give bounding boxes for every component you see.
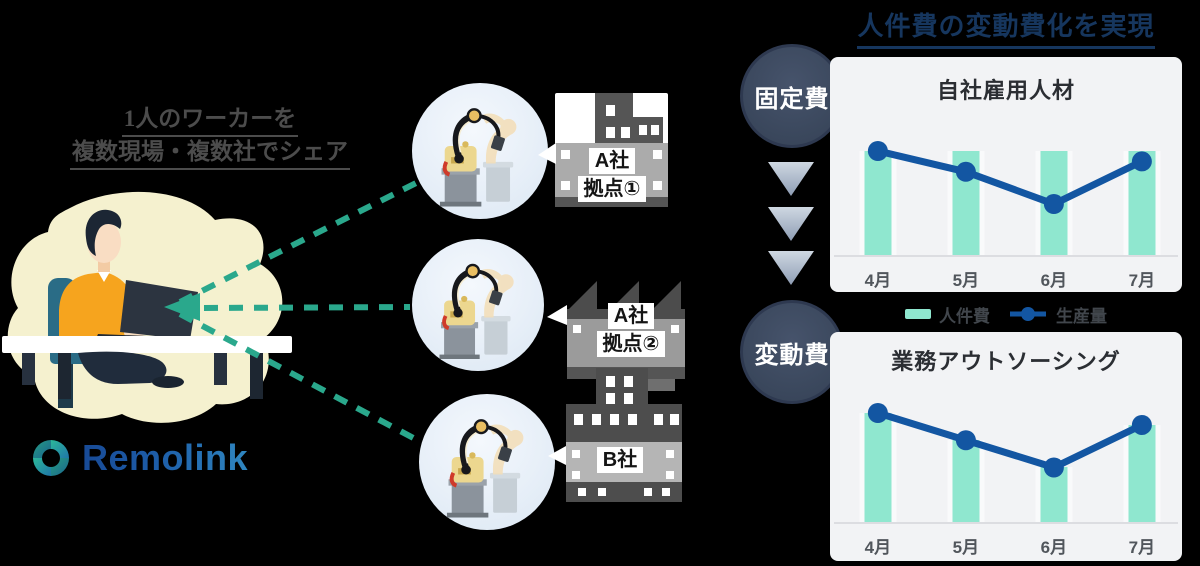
remolink-mark-icon <box>33 440 69 476</box>
robot-site-circle-1 <box>412 83 548 219</box>
site-company: A社 <box>588 148 636 174</box>
heading-line-1: 1人のワーカーを <box>121 104 299 137</box>
shoe <box>152 376 184 388</box>
legs <box>78 351 167 384</box>
label-tail <box>547 305 567 325</box>
desk-leg <box>22 353 35 385</box>
x-axis-tick-label: 7月 <box>1128 538 1156 557</box>
badge-label: 変動費 <box>754 341 830 369</box>
site-location: 拠点② <box>596 331 666 357</box>
x-axis-tick-label: 5月 <box>952 271 980 290</box>
site-label-a2: A社 拠点② <box>578 302 684 358</box>
hair <box>85 209 122 256</box>
x-axis-tick-label: 7月 <box>1128 271 1156 290</box>
robot-arms-illustration <box>447 419 524 518</box>
chart-panel-in-house-employment: 自社雇用人材 4月 5月 6月 7月 <box>830 57 1182 292</box>
desk-leg <box>58 353 71 399</box>
remolink-logo: Remolink <box>28 436 248 480</box>
labor-cost-bar <box>1128 425 1156 522</box>
fixed-cost-badge: 固定費 <box>740 44 844 148</box>
legend-bar-label: 人件費 <box>939 306 990 326</box>
production-line-series <box>867 403 1152 478</box>
legend-line-label: 生産量 <box>1056 306 1107 326</box>
labor-cost-bar <box>952 440 980 522</box>
data-point <box>1131 151 1152 172</box>
heading-line-2: 複数現場・複数社でシェア <box>70 137 350 170</box>
x-axis-tick-label: 5月 <box>952 538 980 557</box>
data-point <box>955 161 976 182</box>
x-axis-tick-label: 6月 <box>1040 271 1068 290</box>
x-axis-line <box>834 255 1178 257</box>
robot-site-circle-3 <box>419 394 555 530</box>
dashed-link-bottom <box>178 311 438 453</box>
site-label-a1: A社 拠点① <box>563 147 661 203</box>
site-company: B社 <box>596 447 644 473</box>
x-axis-tick-label: 6月 <box>1040 538 1068 557</box>
production-line-icon <box>1010 307 1046 321</box>
data-point <box>1043 457 1064 478</box>
plot-area <box>830 332 1182 522</box>
chart-legend: 人件費 生産量 <box>830 303 1182 326</box>
x-axis-tick-label: 4月 <box>864 538 892 557</box>
plot-area <box>830 57 1182 255</box>
data-point <box>867 403 888 423</box>
desk-leg <box>214 353 227 385</box>
site-label-b: B社 <box>582 446 658 474</box>
title-text: 人件費の変動費化を実現 <box>857 6 1155 49</box>
labor-cost-swatch-icon <box>905 309 931 319</box>
down-arrows-icon <box>768 162 814 285</box>
laptop-screen <box>120 280 198 340</box>
robot-arms-illustration <box>440 108 517 207</box>
labor-cost-bar <box>864 151 892 255</box>
dashed-link-middle <box>203 304 411 311</box>
production-line-series <box>867 141 1152 215</box>
desk <box>2 336 292 353</box>
site-company: A社 <box>607 303 655 329</box>
chart-panel-outsourcing: 業務アウトソーシング 4月 5月 6月 7月 <box>830 332 1182 561</box>
brand-name: Remolink <box>82 437 249 478</box>
site-location: 拠点① <box>577 176 647 202</box>
neck <box>98 260 110 272</box>
label-tail <box>548 446 566 465</box>
labor-cost-bar <box>864 413 892 522</box>
data-point <box>1043 194 1064 215</box>
worker-share-heading: 1人のワーカーを 複数現場・複数社でシェア <box>40 104 380 170</box>
badge-label: 固定費 <box>754 85 830 113</box>
x-axis-line <box>834 522 1178 524</box>
dashed-link-top <box>178 172 434 305</box>
label-tail <box>538 143 556 164</box>
chart-title: 自社雇用人材 <box>936 78 1075 103</box>
desk-leg <box>250 353 263 399</box>
right-section-title: 人件費の変動費化を実現 <box>828 6 1184 49</box>
data-point <box>955 430 976 451</box>
chart-title: 業務アウトソーシング <box>891 349 1121 374</box>
robot-site-circle-2 <box>412 239 544 371</box>
data-point <box>867 141 888 161</box>
collar <box>97 270 111 282</box>
variable-cost-badge: 変動費 <box>740 300 844 404</box>
data-point <box>1131 414 1152 435</box>
arrowhead-icon <box>164 293 200 321</box>
robot-arms-illustration <box>439 263 514 360</box>
worker-at-laptop-illustration <box>2 191 292 423</box>
x-axis-tick-label: 4月 <box>864 271 892 290</box>
office-building-b-illustration <box>548 368 682 502</box>
